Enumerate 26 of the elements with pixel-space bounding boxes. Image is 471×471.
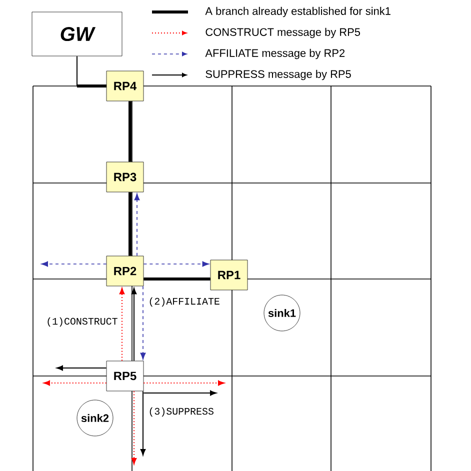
rp-box: RP5 [106,360,144,392]
legend-text: AFFILIATE message by RP2 [205,48,345,60]
legend-text: SUPPRESS message by RP5 [206,70,351,80]
gw-box: GW [32,12,122,56]
arrow [131,390,137,464]
arrow [119,288,125,362]
arrow [140,390,146,456]
edge-label: (1)CONSTRUCT [45,316,119,328]
arrow [76,56,107,86]
rp-box: RP3 [106,162,144,192]
arrow [140,286,146,360]
arrow [56,365,107,371]
arrow [41,261,107,267]
arrow [143,261,210,267]
rp-box: RP1 [210,260,248,290]
arrow [143,380,224,386]
arrow [44,380,107,386]
rp-box: RP4 [106,70,144,102]
legend-text: CONSTRUCT message by RP5 [206,28,360,38]
legend-text: A branch already established for sink1 [205,6,390,18]
edge-label: (3)SUPPRESS [147,406,215,418]
rp-box: RP2 [106,256,144,286]
arrow [143,390,216,396]
arrow [131,288,137,362]
edge-label: (2)AFFILIATE [147,296,221,308]
arrow [134,193,140,256]
